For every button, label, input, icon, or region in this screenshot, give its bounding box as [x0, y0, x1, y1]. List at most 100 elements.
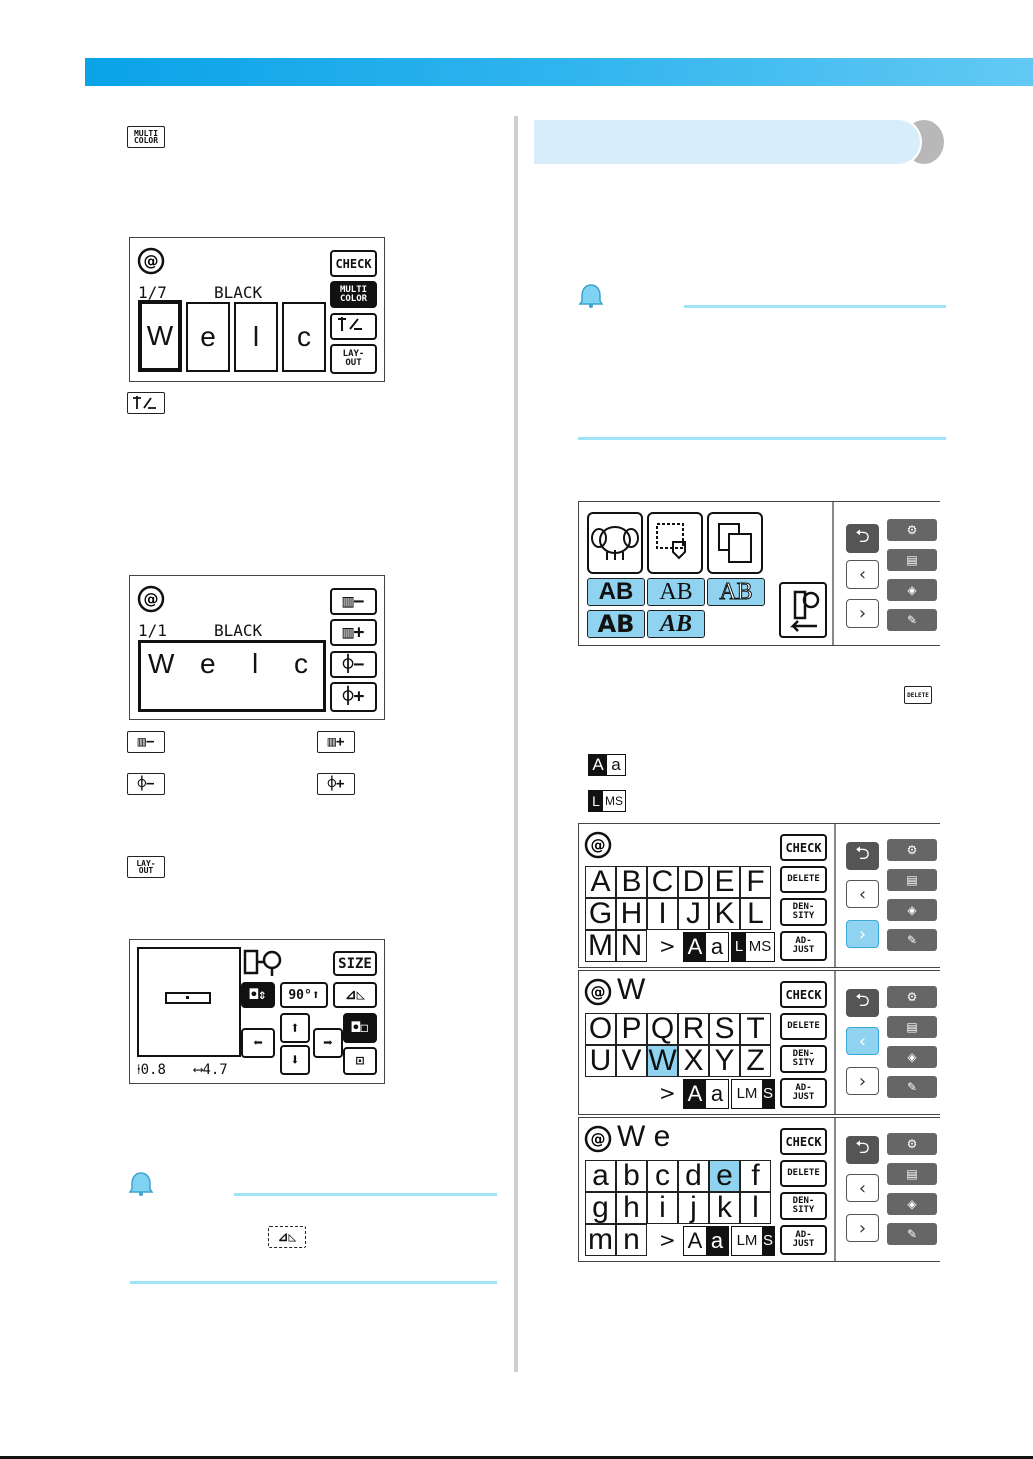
- char-key[interactable]: d: [678, 1160, 709, 1192]
- prev-page-button[interactable]: ‹: [846, 560, 879, 589]
- page-icon[interactable]: ▤: [887, 549, 937, 571]
- char-key[interactable]: A: [585, 866, 616, 898]
- center-button[interactable]: ◘◻: [343, 1013, 377, 1043]
- check-button[interactable]: CHECK: [330, 250, 377, 277]
- char-key[interactable]: b: [616, 1160, 647, 1192]
- char-key[interactable]: i: [647, 1192, 678, 1224]
- char-key[interactable]: W: [647, 1044, 678, 1077]
- saved-pattern-button[interactable]: [707, 512, 763, 574]
- letter-cell[interactable]: l: [234, 302, 278, 372]
- char-key[interactable]: U: [585, 1045, 616, 1077]
- sew-icon[interactable]: ✎: [887, 929, 937, 951]
- frame-pattern-button[interactable]: [647, 512, 703, 574]
- char-key[interactable]: B: [616, 866, 647, 898]
- char-key[interactable]: H: [616, 898, 647, 930]
- sew-icon[interactable]: ✎: [887, 609, 937, 631]
- prev-page-button[interactable]: ‹: [846, 1027, 879, 1055]
- prev-page-button[interactable]: ‹: [846, 1174, 879, 1202]
- spacing-plus-button[interactable]: ▥+: [330, 619, 377, 646]
- multi-color-button[interactable]: MULTI COLOR: [330, 281, 377, 308]
- unit-change-button[interactable]: [779, 582, 827, 638]
- frame-icon[interactable]: ◈: [887, 579, 937, 601]
- back-button[interactable]: ⮌: [846, 524, 879, 553]
- char-key[interactable]: I: [647, 898, 678, 930]
- char-key[interactable]: R: [678, 1013, 709, 1045]
- char-key[interactable]: O: [585, 1013, 616, 1045]
- sew-icon[interactable]: ✎: [887, 1223, 937, 1245]
- adjust-button[interactable]: AD- JUST: [780, 1078, 827, 1108]
- density-button[interactable]: DEN- SITY: [780, 898, 827, 926]
- rotate-button[interactable]: 90°⬆: [280, 982, 328, 1008]
- text-group-frame[interactable]: [138, 640, 326, 712]
- density-button[interactable]: DEN- SITY: [780, 1192, 827, 1220]
- page-icon[interactable]: ▤: [887, 869, 937, 891]
- char-key[interactable]: T: [740, 1013, 771, 1045]
- more-chars-icon[interactable]: >: [659, 1228, 676, 1252]
- trial-button[interactable]: ⊡: [343, 1047, 377, 1075]
- char-key[interactable]: V: [616, 1045, 647, 1077]
- next-page-button[interactable]: ›: [846, 599, 879, 628]
- char-key[interactable]: Y: [709, 1045, 740, 1077]
- next-page-button[interactable]: ›: [846, 920, 879, 948]
- char-key[interactable]: J: [678, 898, 709, 930]
- more-chars-icon[interactable]: >: [659, 1081, 676, 1105]
- embroidery-icon[interactable]: ⚙: [887, 519, 937, 541]
- char-key[interactable]: g: [585, 1192, 616, 1224]
- adjust-button[interactable]: AD- JUST: [780, 1225, 827, 1255]
- layout-button[interactable]: LAY- OUT: [330, 344, 377, 374]
- delete-button[interactable]: DELETE: [780, 1013, 827, 1040]
- sew-icon[interactable]: ✎: [887, 1076, 937, 1098]
- embroidery-icon[interactable]: ⚙: [887, 1133, 937, 1155]
- move-left-button[interactable]: ⬅: [241, 1028, 275, 1058]
- char-key[interactable]: G: [585, 898, 616, 930]
- adjust-button[interactable]: AD- JUST: [780, 931, 827, 961]
- prev-page-button[interactable]: ‹: [846, 880, 879, 908]
- char-key[interactable]: Q: [647, 1013, 678, 1045]
- char-key[interactable]: D: [678, 866, 709, 898]
- font-button-5[interactable]: AB: [647, 610, 705, 638]
- char-key[interactable]: M: [585, 930, 616, 962]
- back-button[interactable]: ⮌: [846, 1136, 879, 1164]
- char-key[interactable]: F: [740, 866, 771, 898]
- char-key[interactable]: E: [709, 866, 740, 898]
- check-button[interactable]: CHECK: [780, 834, 827, 861]
- char-key[interactable]: m: [585, 1224, 616, 1256]
- letter-cell[interactable]: W: [138, 300, 182, 372]
- page-icon[interactable]: ▤: [887, 1016, 937, 1038]
- back-button[interactable]: ⮌: [846, 989, 879, 1017]
- move-right-button[interactable]: ➡: [313, 1028, 343, 1058]
- char-key[interactable]: a: [585, 1160, 616, 1192]
- char-key[interactable]: X: [678, 1045, 709, 1077]
- back-button[interactable]: ⮌: [846, 842, 879, 870]
- frame-icon[interactable]: ◈: [887, 899, 937, 921]
- font-button-1[interactable]: AB: [587, 578, 645, 606]
- delete-button[interactable]: DELETE: [780, 1160, 827, 1187]
- move-up-button[interactable]: ⬆: [280, 1013, 310, 1043]
- font-button-2[interactable]: AB: [647, 578, 705, 606]
- char-key[interactable]: S: [709, 1013, 740, 1045]
- check-button[interactable]: CHECK: [780, 981, 827, 1008]
- page-icon[interactable]: ▤: [887, 1163, 937, 1185]
- char-key[interactable]: Z: [740, 1045, 771, 1077]
- size-button[interactable]: SIZE: [333, 951, 377, 976]
- embroidery-icon[interactable]: ⚙: [887, 839, 937, 861]
- font-button-4[interactable]: AB: [587, 610, 645, 638]
- char-key[interactable]: e: [709, 1160, 740, 1192]
- char-key[interactable]: N: [616, 930, 647, 962]
- needle-thread-button[interactable]: [330, 313, 377, 340]
- char-key[interactable]: C: [647, 866, 678, 898]
- needle-minus-button[interactable]: ⌽−: [330, 651, 377, 678]
- char-key[interactable]: j: [678, 1192, 709, 1224]
- font-button-3[interactable]: AB: [707, 578, 765, 606]
- char-key[interactable]: P: [616, 1013, 647, 1045]
- move-down-button[interactable]: ⬇: [280, 1045, 310, 1075]
- spacing-minus-button[interactable]: ▥−: [330, 588, 377, 615]
- delete-button[interactable]: DELETE: [780, 866, 827, 893]
- embroidery-icon[interactable]: ⚙: [887, 986, 937, 1008]
- density-button[interactable]: DEN- SITY: [780, 1045, 827, 1073]
- letter-cell[interactable]: c: [282, 302, 326, 372]
